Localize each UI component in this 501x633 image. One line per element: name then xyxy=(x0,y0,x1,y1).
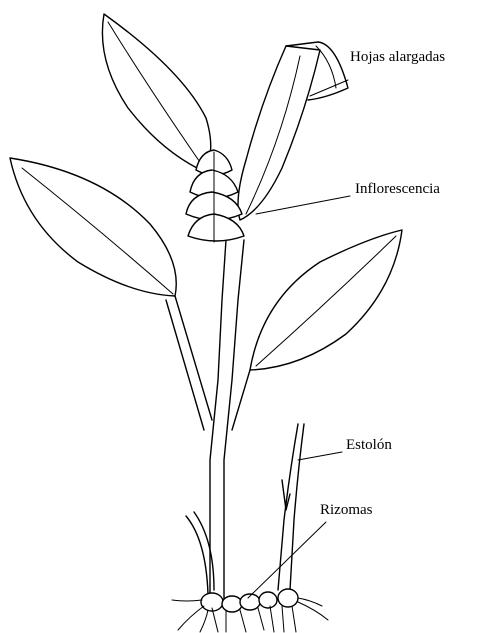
label-estolon: Estolón xyxy=(346,437,392,453)
label-hojas-alargadas: Hojas alargadas xyxy=(350,49,445,65)
label-rizomas: Rizomas xyxy=(320,502,373,518)
leaf-upper-left xyxy=(102,14,210,172)
main-stem xyxy=(210,240,244,600)
leaf-lower-right xyxy=(232,230,402,430)
label-inflorescencia: Inflorescencia xyxy=(355,181,440,197)
rhizomes xyxy=(201,589,298,612)
leader-estolon xyxy=(298,452,342,460)
leaf-left xyxy=(10,158,212,430)
leaf-tall-right xyxy=(238,42,348,220)
leader-inflorescencia xyxy=(256,196,350,214)
leader-rizomas xyxy=(248,522,326,598)
leader-hojas xyxy=(310,80,348,96)
